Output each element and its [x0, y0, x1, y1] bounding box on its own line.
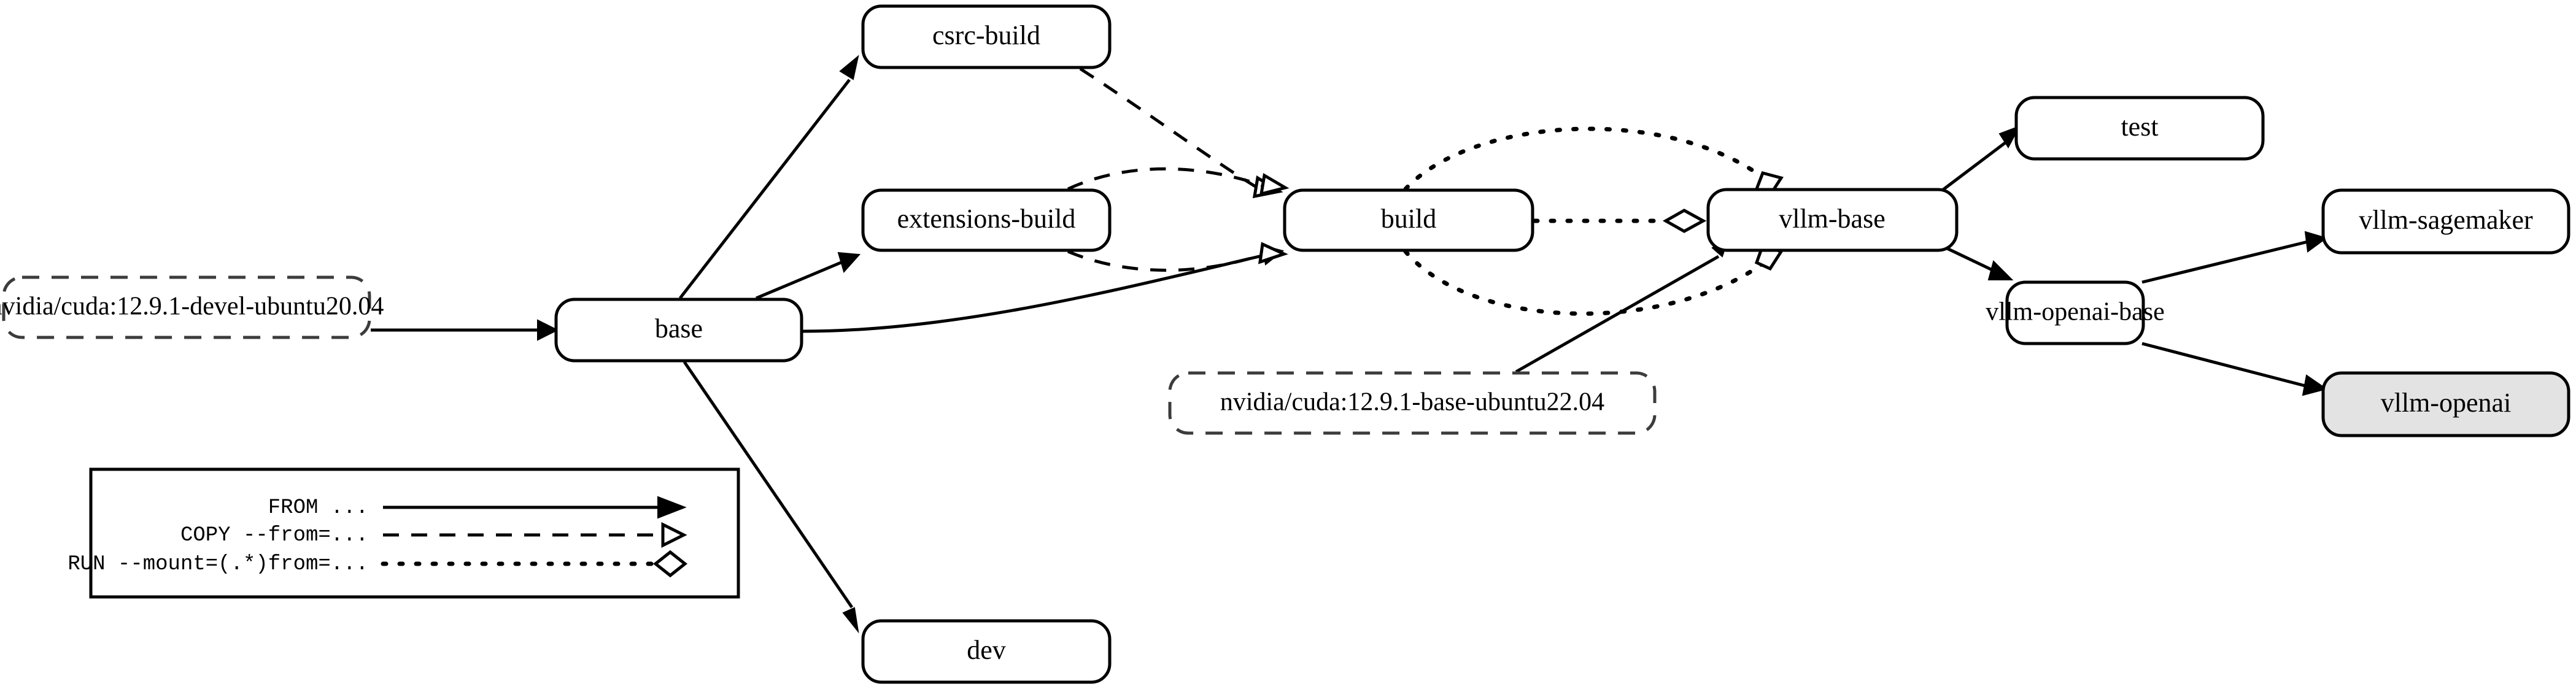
node-nvidia-cuda-devel[interactable]: nvidia/cuda:12.9.1-devel-ubuntu20.04 — [0, 275, 384, 339]
edge-extensions-build-to-build-lower — [1067, 242, 1288, 272]
edge-base-to-extensions-build — [756, 252, 861, 300]
edge-vllm-base-to-test — [1940, 125, 2021, 193]
edge-base-to-csrc-build — [679, 55, 859, 299]
node-vllm-openai[interactable]: vllm-openai — [2321, 371, 2570, 437]
legend-arrowhead-open-triangle — [661, 521, 687, 548]
legend-arrowhead-open-diamond — [652, 550, 688, 578]
edge-build-to-vllm-base-middle — [1532, 209, 1707, 233]
edge-build-to-vllm-base-bottom — [1403, 243, 1784, 316]
node-vllm-sagemaker[interactable]: vllm-sagemaker — [2321, 188, 2570, 255]
edge-vllm-base-to-vllm-openai-base — [1940, 244, 2014, 280]
edge-base-to-dev — [683, 361, 859, 634]
node-csrc-build[interactable]: csrc-build — [861, 4, 1112, 69]
legend-arrowhead-filled-triangle — [657, 496, 687, 519]
node-vllm-base[interactable]: vllm-base — [1706, 188, 1959, 252]
edge-cuda-base-to-vllm-base — [1515, 233, 1731, 374]
node-label-nvidia-cuda-base: nvidia/cuda:12.9.1-base-ubuntu22.04 — [1220, 388, 1604, 417]
node-label-base: base — [655, 313, 703, 344]
legend-border — [89, 467, 740, 599]
node-label-nvidia-cuda-devel: nvidia/cuda:12.9.1-devel-ubuntu20.04 — [0, 293, 384, 321]
node-label-vllm-base: vllm-base — [1779, 204, 1886, 234]
edge-build-to-vllm-base-top — [1403, 126, 1784, 198]
node-label-extensions-build: extensions-build — [897, 204, 1076, 234]
edge-extensions-build-to-build-upper — [1067, 167, 1290, 196]
node-label-test: test — [2121, 112, 2158, 142]
node-label-vllm-openai: vllm-openai — [2381, 388, 2512, 418]
node-dev[interactable]: dev — [861, 619, 1112, 684]
node-label-dev: dev — [967, 635, 1006, 665]
node-label-build: build — [1381, 204, 1436, 234]
node-label-csrc-build: csrc-build — [932, 20, 1040, 50]
node-build[interactable]: build — [1283, 188, 1534, 252]
node-test[interactable]: test — [2014, 96, 2265, 161]
node-nvidia-cuda-base[interactable]: nvidia/cuda:12.9.1-base-ubuntu22.04 — [1168, 371, 1657, 435]
legend-label-copy-from: COPY --from=... — [180, 524, 368, 547]
node-base[interactable]: base — [554, 298, 803, 363]
node-label-vllm-sagemaker: vllm-sagemaker — [2359, 205, 2533, 235]
node-extensions-build[interactable]: extensions-build — [861, 188, 1112, 252]
edge-base-to-build — [802, 244, 1285, 333]
node-label-vllm-openai-base: vllm-openai-base — [1986, 298, 2165, 326]
edge-cuda-devel-to-base — [371, 319, 559, 341]
edge-vllm-openai-base-to-vllm-openai — [2141, 342, 2328, 396]
edge-csrc-build-to-build — [1079, 67, 1283, 199]
node-vllm-openai-base[interactable]: vllm-openai-base — [1986, 280, 2165, 345]
legend: FROM ... COPY --from=... RUN --mount=(.*… — [68, 467, 740, 599]
legend-label-run-mount-from: RUN --mount=(.*)from=... — [68, 553, 368, 576]
legend-label-from: FROM ... — [268, 496, 368, 520]
edge-vllm-openai-base-to-vllm-sagemaker — [2141, 231, 2328, 284]
